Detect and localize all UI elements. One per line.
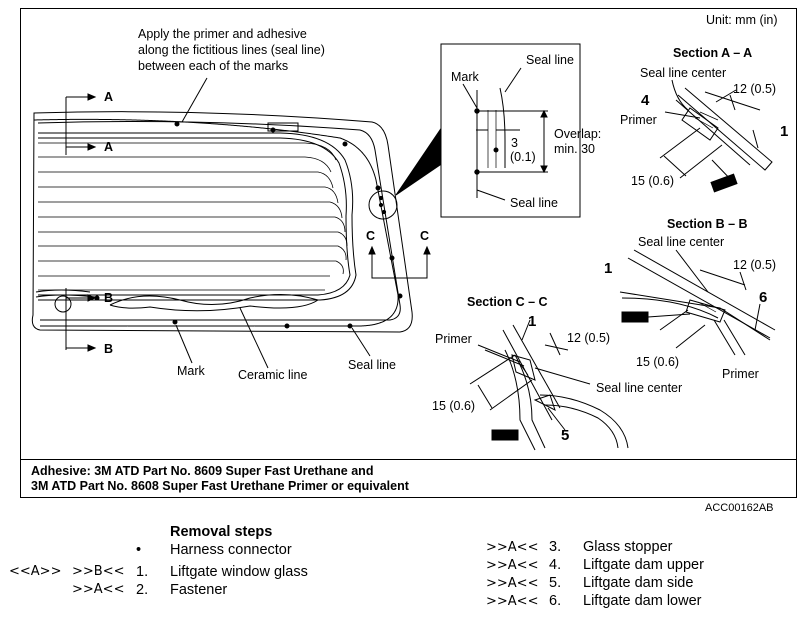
- section-a-primer: Primer: [620, 113, 657, 127]
- section-a-drawing: [659, 79, 773, 193]
- section-b-drawing: [619, 249, 776, 356]
- section-a-part-4: 4: [641, 92, 650, 109]
- section-b-seal-line-center: Seal line center: [638, 235, 724, 249]
- step-fastener: Fastener: [170, 582, 228, 598]
- step-6-mark: >>A<<: [486, 594, 539, 609]
- step-2-mark: >>A<<: [72, 582, 125, 597]
- step-5-num: 5.: [549, 575, 562, 591]
- detail-seal-line-bottom: Seal line: [510, 196, 558, 210]
- section-c-dim-height: 15 (0.6): [432, 399, 475, 413]
- step-liftgate-dam-lower: Liftgate dam lower: [583, 593, 702, 609]
- section-b-dim-height: 15 (0.6): [636, 355, 679, 369]
- step-1-mark-b: >>B<<: [72, 564, 125, 579]
- step-liftgate-dam-side: Liftgate dam side: [583, 575, 694, 591]
- adhesive-note: Adhesive: 3M ATD Part No. 8609 Super Fas…: [20, 459, 797, 498]
- step-4-num: 4.: [549, 557, 562, 573]
- step-5-mark: >>A<<: [486, 576, 539, 591]
- section-markers: [65, 93, 431, 352]
- section-a-seal-line-center: Seal line center: [640, 66, 726, 80]
- section-b-part-6: 6: [759, 289, 767, 306]
- detail-overlap-label: Overlap:: [554, 127, 601, 141]
- section-a-dim-height: 15 (0.6): [631, 174, 674, 188]
- section-mark-b-top: B: [104, 291, 113, 305]
- step-harness-connector: Harness connector: [170, 542, 292, 558]
- section-c-primer: Primer: [435, 332, 472, 346]
- section-c-title: Section C – C: [467, 295, 548, 309]
- section-mark-b-bottom: B: [104, 342, 113, 356]
- section-a-title: Section A – A: [673, 46, 752, 60]
- detail-mark-label: Mark: [451, 70, 480, 84]
- instruction-line-1: Apply the primer and adhesive: [138, 27, 307, 41]
- step-liftgate-dam-upper: Liftgate dam upper: [583, 557, 704, 573]
- step-1-num: 1.: [136, 564, 149, 580]
- step-4-mark: >>A<<: [486, 558, 539, 573]
- diagram-frame: [20, 8, 797, 498]
- section-b-dim-width: 12 (0.5): [733, 258, 776, 272]
- detail-seal-line-top: Seal line: [526, 53, 574, 67]
- adhesive-note-line-1: Adhesive: 3M ATD Part No. 8609 Super Fas…: [31, 464, 374, 478]
- step-3-mark: >>A<<: [486, 540, 539, 555]
- detail-gap-mm: 3: [511, 136, 518, 150]
- instruction-line-2: along the fictitious lines (seal line): [138, 43, 325, 57]
- section-c-part-1: 1: [528, 313, 536, 330]
- ceramic-line-callout: Ceramic line: [238, 368, 308, 382]
- section-mark-c-left: C: [366, 229, 375, 243]
- detail-gap-in: (0.1): [510, 150, 536, 164]
- step-bullet: •: [136, 542, 142, 558]
- section-mark-a-top: A: [104, 90, 113, 104]
- section-b-title: Section B – B: [667, 217, 748, 231]
- section-a-part-1: 1: [780, 123, 788, 140]
- unit-label: Unit: mm (in): [706, 13, 778, 27]
- step-glass-stopper: Glass stopper: [583, 539, 673, 555]
- diagram-code: ACC00162AB: [705, 502, 774, 514]
- seal-line-detail: [440, 43, 581, 218]
- section-mark-c-right: C: [420, 229, 429, 243]
- section-b-part-1: 1: [604, 260, 612, 277]
- instruction-line-3: between each of the marks: [138, 59, 288, 73]
- mark-callout: Mark: [177, 364, 206, 378]
- step-liftgate-window-glass: Liftgate window glass: [170, 564, 308, 580]
- step-6-num: 6.: [549, 593, 562, 609]
- section-c-part-5: 5: [561, 427, 569, 444]
- section-mark-a-bottom: A: [104, 140, 113, 154]
- removal-heading: Removal steps: [170, 524, 273, 540]
- main-leaders: [175, 77, 371, 369]
- section-c-drawing: [469, 319, 629, 451]
- section-b-primer: Primer: [722, 367, 759, 381]
- step-1-mark-a: <<A>>: [9, 564, 62, 579]
- step-2-num: 2.: [136, 582, 149, 598]
- liftgate-glass-view: [31, 111, 441, 333]
- adhesive-note-line-2: 3M ATD Part No. 8608 Super Fast Urethane…: [31, 479, 409, 493]
- step-3-num: 3.: [549, 539, 562, 555]
- seal-line-callout: Seal line: [348, 358, 396, 372]
- detail-overlap-value: min. 30: [554, 142, 595, 156]
- section-c-seal-line-center: Seal line center: [596, 381, 682, 395]
- liftgate-glass-figure: Unit: mm (in) Apply the primer and adhes…: [31, 13, 788, 451]
- section-c-dim-width: 12 (0.5): [567, 331, 610, 345]
- section-a-dim-width: 12 (0.5): [733, 82, 776, 96]
